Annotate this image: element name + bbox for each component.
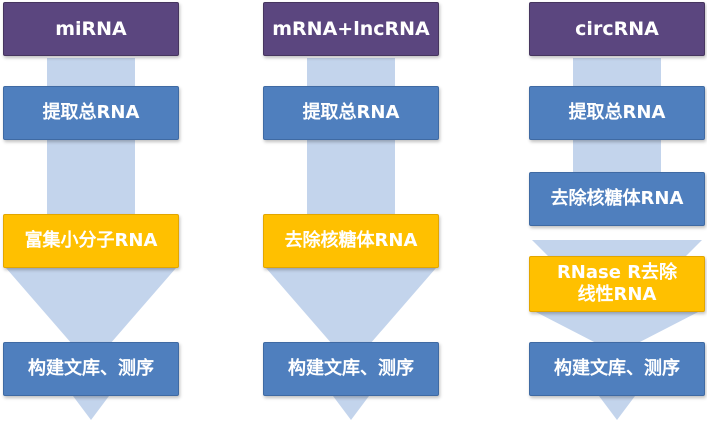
step-build-library-sequencing: 构建文库、测序 (263, 342, 439, 396)
step-build-library-sequencing: 构建文库、测序 (3, 342, 179, 396)
funnel-connector (532, 310, 702, 344)
arrow-tail (599, 396, 635, 422)
step-extract-total-rna: 提取总RNA (263, 86, 439, 140)
workflow-column-circrna: circRNA 提取总RNA 去除核糖体RNA RNase R去除线性RNA 构… (529, 0, 705, 422)
funnel-connector (532, 240, 702, 260)
step-extract-total-rna: 提取总RNA (3, 86, 179, 140)
step-remove-ribosomal-rna: 去除核糖体RNA (263, 214, 439, 268)
step-extract-total-rna: 提取总RNA (529, 86, 705, 140)
step-build-library-sequencing: 构建文库、测序 (529, 342, 705, 396)
workflow-column-mirna: miRNA 提取总RNA 富集小分子RNA 构建文库、测序 (3, 0, 179, 422)
arrow-tail (333, 396, 369, 422)
arrow-tail (73, 396, 109, 422)
funnel-connector (6, 268, 176, 344)
step-enrich-small-rna: 富集小分子RNA (3, 214, 179, 268)
column-title: mRNA+lncRNA (263, 2, 439, 56)
workflow-column-mrna-lncrna: mRNA+lncRNA 提取总RNA 去除核糖体RNA 构建文库、测序 (263, 0, 439, 422)
column-title: circRNA (529, 2, 705, 56)
step-remove-ribosomal-rna: 去除核糖体RNA (529, 172, 705, 226)
step-rnase-r-remove-linear-rna: RNase R去除线性RNA (529, 256, 705, 312)
column-title: miRNA (3, 2, 179, 56)
funnel-connector (266, 268, 436, 344)
